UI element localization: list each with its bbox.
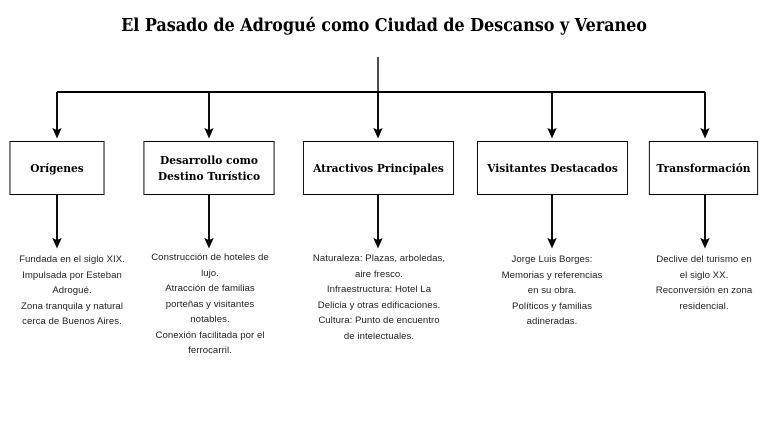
node-box-atractivos[interactable]: Atractivos Principales [302, 141, 455, 195]
node-label-origenes: Orígenes [30, 160, 84, 175]
node-box-desarrollo[interactable]: Desarrollo como Destino Turístico [143, 141, 275, 195]
detail-text-desarrollo: Construcción de hoteles de lujo. Atracci… [151, 252, 269, 357]
node-label-visitantes: Visitantes Destacados [487, 160, 618, 175]
node-box-visitantes[interactable]: Visitantes Destacados [476, 141, 629, 195]
node-label-atractivos: Atractivos Principales [313, 160, 444, 175]
node-box-origenes[interactable]: Orígenes [9, 141, 105, 195]
detail-text-origenes: Fundada en el siglo XIX. Impulsada por E… [19, 254, 125, 328]
detail-text-visitantes: Jorge Luis Borges: Memorias y referencia… [501, 254, 603, 328]
node-label-desarrollo: Desarrollo como Destino Turístico [157, 152, 261, 183]
detail-text-transformacion: Declive del turismo en el siglo XX. Reco… [655, 254, 753, 312]
detail-text-atractivos: Naturaleza: Plazas, arboledas, aire fres… [312, 253, 446, 342]
node-box-transformacion[interactable]: Transformación [648, 141, 759, 195]
node-label-transformacion: Transformación [656, 160, 751, 175]
diagram-title: El Pasado de Adrogué como Ciudad de Desc… [121, 16, 647, 36]
